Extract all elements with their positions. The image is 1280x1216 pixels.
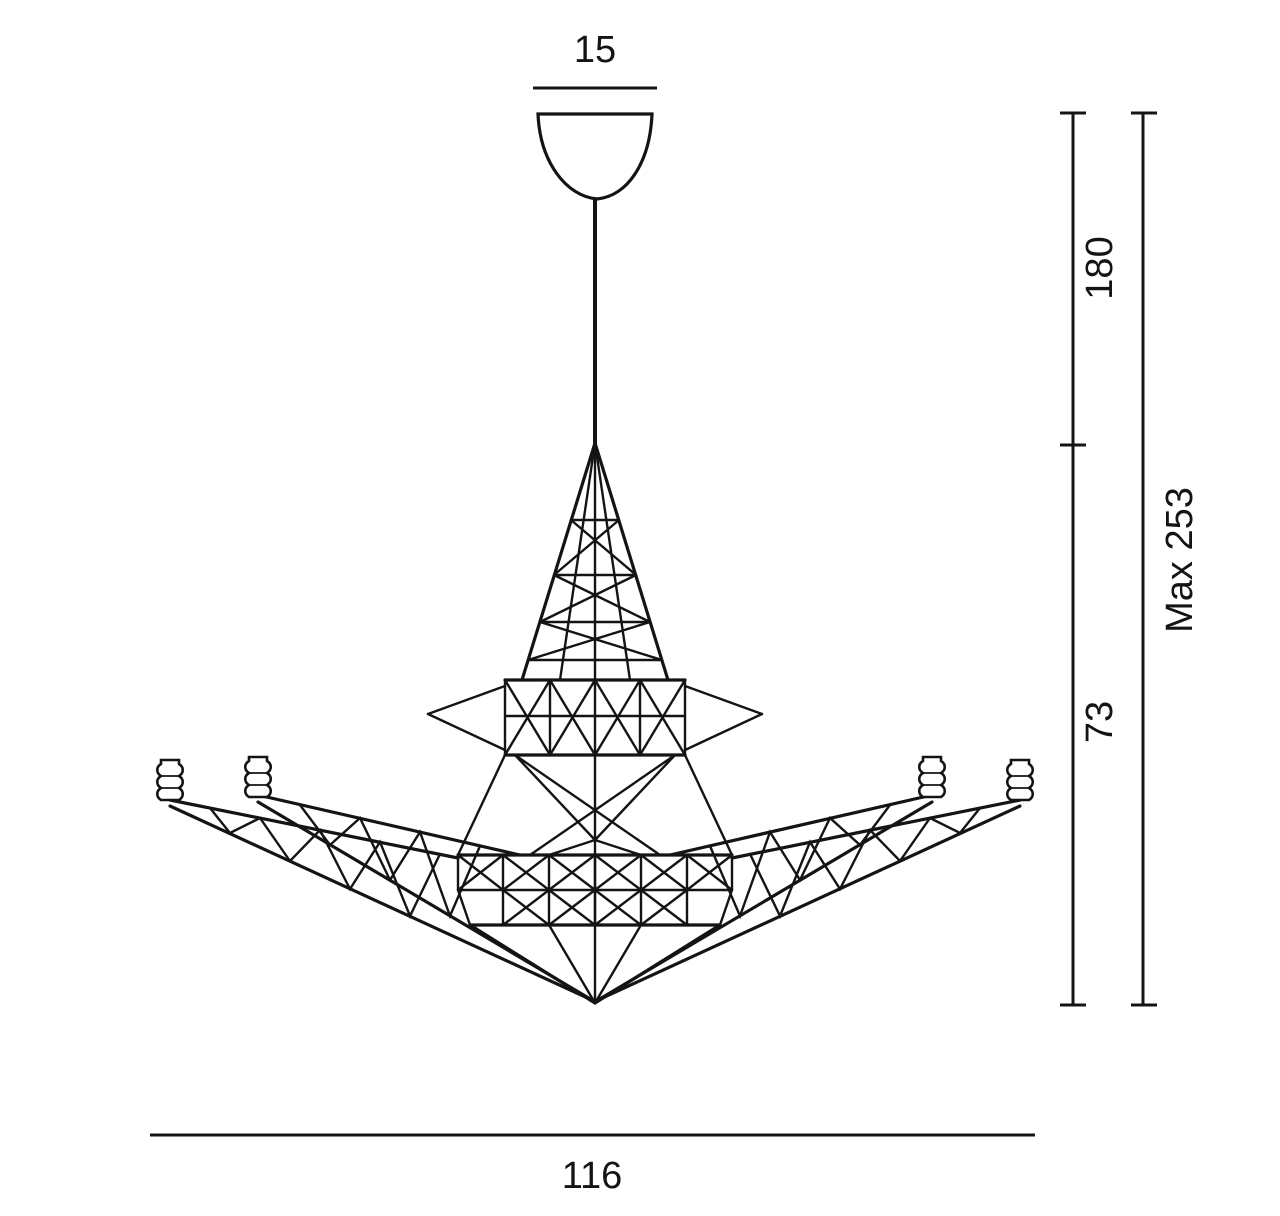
bulb-holder-inner-left [243,755,273,799]
max-height-dimension: Max 253 [1131,111,1201,1007]
fixture-height-label: 73 [1079,701,1121,743]
middle-platform-truss [503,678,687,757]
lower-band-truss [456,853,734,927]
platform-wings [426,684,764,752]
bulb-holder-outer-right [1005,758,1035,802]
max-height-label: Max 253 [1159,487,1201,633]
right-arm-trusses [596,793,1022,1002]
fixture-width-label: 116 [562,1155,623,1197]
upper-spire-truss [520,441,670,682]
ceiling-canopy [536,112,654,201]
fixture-width-dimension: 116 [150,1133,1035,1197]
suspension-height-dimension: 180 73 [1060,111,1121,1007]
suspension-height-label: 180 [1079,236,1121,299]
canopy-width-label: 15 [574,29,616,71]
bulb-holder-outer-left [155,758,185,802]
left-arm-trusses [168,793,594,1002]
bulb-holder-inner-right [917,755,947,799]
canopy-width-dimension: 15 [533,29,657,90]
